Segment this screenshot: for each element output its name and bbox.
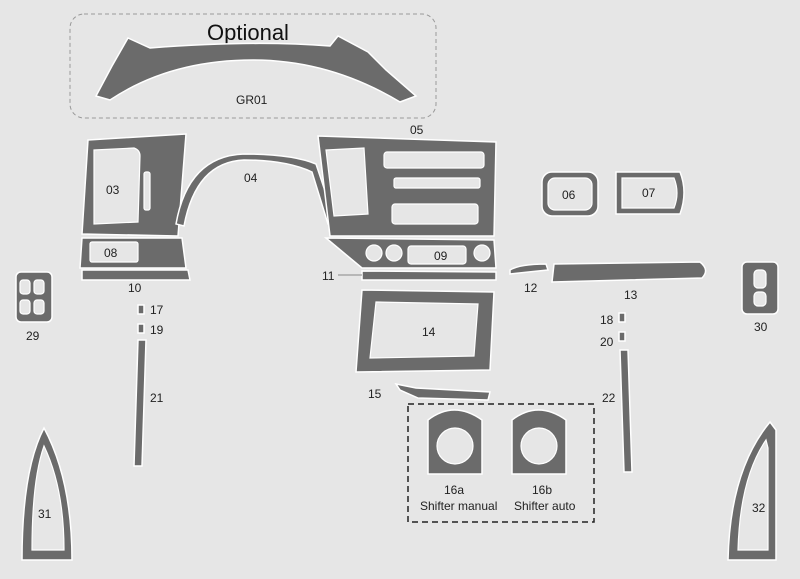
part-06-hole <box>547 177 593 211</box>
part-31-hole <box>31 444 65 551</box>
label-04: 04 <box>244 171 258 185</box>
part-16a-hole <box>436 427 474 465</box>
part-16b-hole <box>520 427 558 465</box>
part-09-knob-2 <box>385 244 403 262</box>
label-13: 13 <box>624 288 638 302</box>
label-11: 11 <box>322 269 335 283</box>
part-12 <box>509 263 550 275</box>
part-08-hole <box>89 241 139 263</box>
part-10 <box>81 269 191 281</box>
part-22 <box>619 349 633 473</box>
part-09-knob-3 <box>473 244 491 262</box>
part-14-hole <box>369 301 479 359</box>
part-19 <box>137 323 145 334</box>
part-29-btn-1 <box>19 279 31 295</box>
part-03-hole <box>93 147 141 225</box>
label-06: 06 <box>562 188 576 202</box>
part-05-slot-3 <box>391 203 479 225</box>
part-05-slot-1 <box>383 151 485 169</box>
label-05: 05 <box>410 123 424 137</box>
shifter-group-outline <box>407 403 595 523</box>
part-29-btn-4 <box>33 299 45 315</box>
shifter-auto-label: Shifter auto <box>514 499 576 513</box>
optional-group-outline <box>69 13 437 119</box>
label-09: 09 <box>434 249 448 263</box>
label-32: 32 <box>752 501 766 515</box>
part-18 <box>618 312 626 323</box>
label-30: 30 <box>754 320 768 334</box>
part-30-btn-1 <box>753 269 767 289</box>
label-20: 20 <box>600 335 614 349</box>
label-10: 10 <box>128 281 142 295</box>
part-09-knob-1 <box>365 244 383 262</box>
part-29-btn-2 <box>33 279 45 295</box>
part-30-btn-2 <box>753 291 767 307</box>
label-17: 17 <box>150 303 164 317</box>
part-29 <box>15 271 53 323</box>
label-29: 29 <box>26 329 40 343</box>
part-07-hole <box>621 177 678 209</box>
part-04 <box>175 153 338 227</box>
part-05-screen <box>325 147 369 217</box>
label-07: 07 <box>642 186 656 200</box>
label-18: 18 <box>600 313 614 327</box>
label-31: 31 <box>38 507 52 521</box>
label-19: 19 <box>150 323 164 337</box>
label-16a: 16a <box>444 483 464 497</box>
part-21 <box>133 339 147 467</box>
part-32-hole <box>737 438 769 551</box>
part-03-slot <box>143 171 151 211</box>
part-09-display <box>407 245 467 265</box>
shifter-manual-label: Shifter manual <box>420 499 497 513</box>
part-13 <box>551 261 707 283</box>
part-20 <box>618 331 626 342</box>
part-29-btn-3 <box>19 299 31 315</box>
part-gr01 <box>94 35 418 103</box>
label-12: 12 <box>524 281 538 295</box>
label-16b: 16b <box>532 483 552 497</box>
part-11 <box>361 270 497 281</box>
optional-title: Optional <box>207 20 289 45</box>
label-14: 14 <box>422 325 436 339</box>
label-22: 22 <box>602 391 616 405</box>
part-17 <box>137 304 145 315</box>
label-15: 15 <box>368 387 382 401</box>
part-15 <box>394 382 491 401</box>
label-08: 08 <box>104 246 118 260</box>
label-03: 03 <box>106 183 120 197</box>
part-05-slot-2 <box>393 177 481 189</box>
label-gr01: GR01 <box>236 93 268 107</box>
label-21: 21 <box>150 391 164 405</box>
